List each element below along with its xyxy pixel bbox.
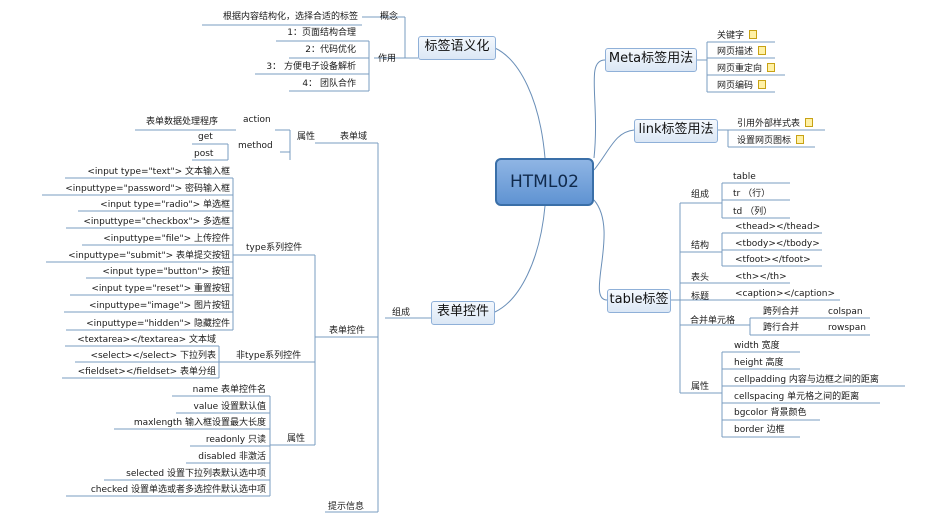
type-item-4: <inputtype="checkbox"> 多选框 [83,217,230,227]
usage-item-3: 3： 方便电子设备解析 [266,62,356,72]
table-attr-item-3: cellpadding 内容与边框之间的距离 [734,375,879,385]
meta-item-1[interactable]: 关键字 [717,30,758,42]
branch-form[interactable]: 表单控件 [431,301,495,325]
type-item-1: <input type="text"> 文本输入框 [87,167,230,177]
branch-meta[interactable]: Meta标签用法 [605,48,697,72]
table-caption-label[interactable]: 标题 [691,292,710,302]
table-attr-item-2: height 高度 [734,358,784,368]
table-attr-item-4: cellspacing 单元格之间的距离 [734,392,860,402]
type-item-8: <input type="reset"> 重置按钮 [91,284,230,294]
meta-item-2-label: 网页描述 [717,47,754,57]
method-post: post [194,149,214,159]
merge-row-name: 跨行合并 [763,323,800,333]
form-attr-item-3: maxlength 输入框设置最大长度 [133,418,266,428]
branch-table[interactable]: table标签 [607,289,671,313]
type-item-10: <inputtype="hidden"> 隐藏控件 [86,319,230,329]
table-caption-value: <caption></caption> [735,289,836,299]
usage-item-2: 2：代码优化 [305,45,356,55]
type-item-2: <inputtype="password"> 密码输入框 [65,184,230,194]
method-get: get [198,132,213,142]
table-header-value: <th></th> [735,272,787,282]
table-header-label[interactable]: 表头 [691,273,710,283]
table-composition-item-1: table [733,172,756,182]
merge-col-name: 跨列合并 [763,307,800,317]
table-structure-item-2: <tbody></tbody> [735,239,820,249]
form-domain-attr-label[interactable]: 属性 [297,132,316,142]
type-series-label[interactable]: type系列控件 [246,243,303,253]
table-composition-item-2: tr （行） [733,189,771,199]
table-structure-item-1: <thead></thead> [735,222,821,232]
controls-label[interactable]: 表单控件 [329,326,366,336]
form-domain-label[interactable]: 表单域 [340,132,368,142]
meta-item-3-label: 网页重定向 [717,64,763,74]
meta-item-4-label: 网页编码 [717,81,754,91]
type-item-7: <input type="button"> 按钮 [102,267,230,277]
table-attr-item-1: width 宽度 [734,341,780,351]
usage-item-1: 1：页面结构合理 [287,28,356,38]
note-icon [758,80,767,89]
meta-item-2[interactable]: 网页描述 [717,46,767,58]
branch-semantic[interactable]: 标签语义化 [418,36,496,60]
non-type-item-3: <fieldset></fieldset> 表单分组 [77,367,216,377]
table-structure-item-3: <tfoot></tfoot> [735,255,811,265]
usage-label[interactable]: 作用 [378,54,397,64]
link-item-1-label: 引用外部样式表 [737,119,801,129]
note-icon [758,46,767,55]
non-type-item-1: <textarea></textarea> 文本域 [77,335,216,345]
form-attr-item-5: disabled 非激活 [198,452,266,462]
meta-item-4[interactable]: 网页编码 [717,80,767,92]
concept-label[interactable]: 概念 [380,12,399,22]
hint-label[interactable]: 提示信息 [328,502,365,512]
form-attr-item-2: value 设置默认值 [193,402,266,412]
merge-col-attr: colspan [828,307,863,317]
non-type-item-2: <select></select> 下拉列表 [90,351,216,361]
table-composition-label[interactable]: 组成 [691,190,710,200]
concept-text: 根据内容结构化，选择合适的标签 [222,12,358,22]
type-item-5: <inputtype="file"> 上传控件 [103,234,230,244]
root-node[interactable]: HTML02 [495,158,594,206]
table-structure-label[interactable]: 结构 [691,241,710,251]
action-desc: 表单数据处理程序 [145,117,218,127]
table-attr-label[interactable]: 属性 [691,382,710,392]
meta-item-3[interactable]: 网页重定向 [717,63,776,75]
note-icon [767,63,776,72]
form-composition-label[interactable]: 组成 [392,308,411,318]
note-icon [749,30,758,39]
action-label[interactable]: action [243,115,271,125]
link-item-1[interactable]: 引用外部样式表 [737,118,814,130]
non-type-label[interactable]: 非type系列控件 [236,351,302,361]
link-item-2[interactable]: 设置网页图标 [737,135,805,147]
method-label[interactable]: method [238,141,273,151]
form-attr-item-6: selected 设置下拉列表默认选中项 [126,469,266,479]
note-icon [805,118,814,127]
table-composition-item-3: td （列） [733,207,773,217]
table-attr-item-6: border 边框 [734,425,785,435]
merge-row-attr: rowspan [828,323,866,333]
table-merge-label[interactable]: 合并单元格 [690,316,736,326]
form-attr-label[interactable]: 属性 [287,434,306,444]
type-item-3: <input type="radio"> 单选框 [100,200,230,210]
type-item-6: <inputtype="submit"> 表单提交按钮 [68,251,230,261]
note-icon [796,135,805,144]
usage-item-4: 4： 团队合作 [302,79,356,89]
type-item-9: <inputtype="image"> 图片按钮 [88,301,230,311]
link-item-2-label: 设置网页图标 [737,136,792,146]
form-attr-item-1: name 表单控件名 [192,385,266,395]
branch-link[interactable]: link标签用法 [634,119,718,143]
meta-item-1-label: 关键字 [717,31,745,41]
form-attr-item-7: checked 设置单选或者多选控件默认选中项 [90,485,266,495]
table-attr-item-5: bgcolor 背景颜色 [734,408,807,418]
form-attr-item-4: readonly 只读 [205,435,266,445]
